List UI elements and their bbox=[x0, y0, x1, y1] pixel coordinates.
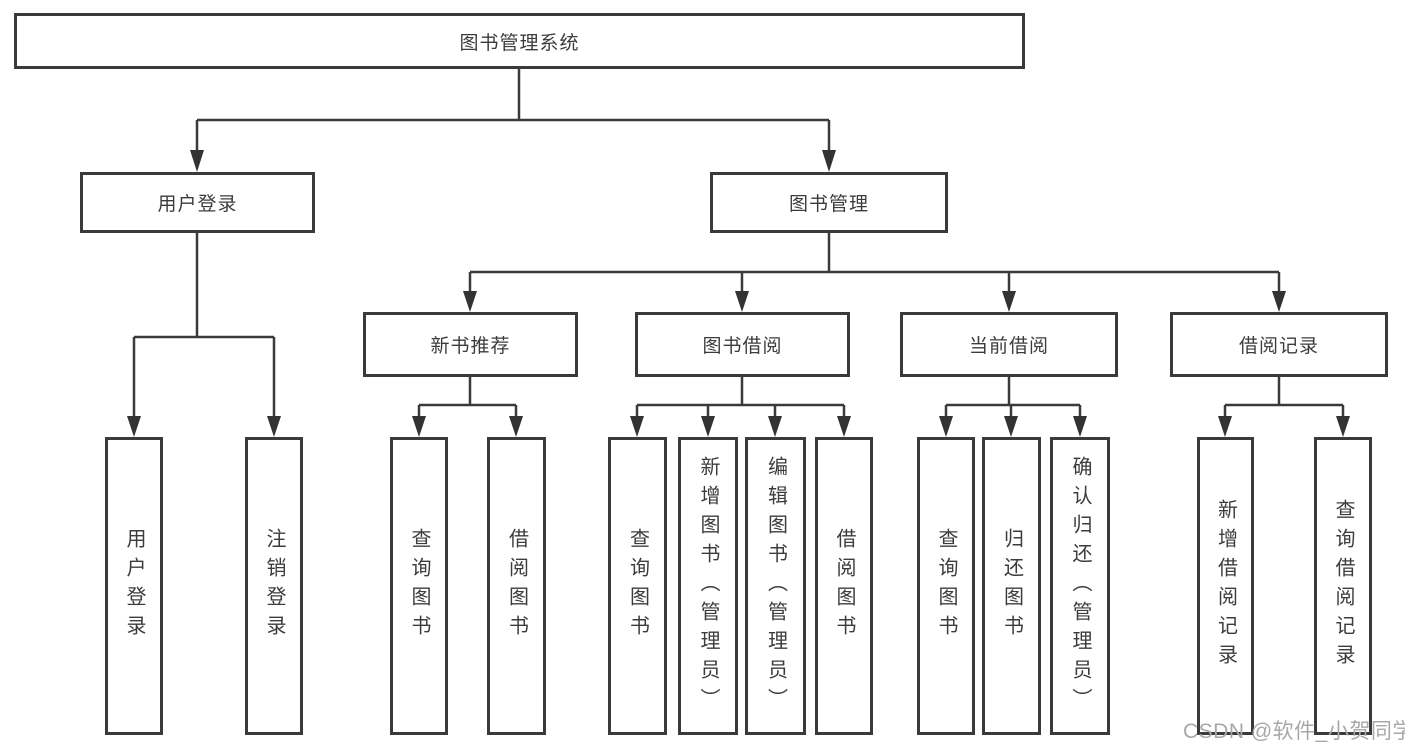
node-library-system: 图书管理系统 bbox=[14, 13, 1025, 69]
arrowheads-level2 bbox=[190, 150, 836, 172]
node-query-books-borrow: 查询图书 bbox=[608, 437, 667, 735]
node-borrow-books-newbook: 借阅图书 bbox=[487, 437, 546, 735]
connector-bookborrow-to-leaves bbox=[635, 377, 846, 418]
node-return-books: 归还图书 bbox=[982, 437, 1041, 735]
node-query-borrow-record: 查询借阅记录 bbox=[1314, 437, 1372, 735]
connector-borrowrecord-to-leaves bbox=[1223, 377, 1345, 418]
node-confirm-return-admin: 确认归还（管理员） bbox=[1050, 437, 1110, 735]
node-new-book-recommend: 新书推荐 bbox=[363, 312, 578, 377]
node-user-login: 用户登录 bbox=[80, 172, 315, 233]
node-query-books-current: 查询图书 bbox=[917, 437, 975, 735]
node-logout: 注销登录 bbox=[245, 437, 303, 735]
connector-currentborrow-to-leaves bbox=[944, 377, 1082, 418]
node-user-login-leaf: 用户登录 bbox=[105, 437, 163, 735]
node-edit-books-admin: 编辑图书（管理员） bbox=[745, 437, 806, 735]
node-current-borrowing: 当前借阅 bbox=[900, 312, 1118, 377]
csdn-watermark: CSDN @软件_小贺同学 bbox=[1183, 720, 1405, 743]
connector-userlogin-to-leaves bbox=[132, 233, 276, 418]
node-book-borrowing: 图书借阅 bbox=[635, 312, 850, 377]
node-borrow-books: 借阅图书 bbox=[815, 437, 873, 735]
arrowheads-level3 bbox=[463, 291, 1286, 312]
node-borrow-records: 借阅记录 bbox=[1170, 312, 1388, 377]
arrowheads-level4 bbox=[127, 416, 1350, 437]
connector-root-to-level2 bbox=[195, 69, 831, 152]
node-book-management: 图书管理 bbox=[710, 172, 948, 233]
node-add-books-admin: 新增图书（管理员） bbox=[678, 437, 738, 735]
node-add-borrow-record: 新增借阅记录 bbox=[1197, 437, 1254, 735]
connector-newbook-to-leaves bbox=[417, 377, 518, 418]
node-query-books-newbook: 查询图书 bbox=[390, 437, 448, 735]
connector-bookmgmt-to-level3 bbox=[468, 233, 1281, 293]
